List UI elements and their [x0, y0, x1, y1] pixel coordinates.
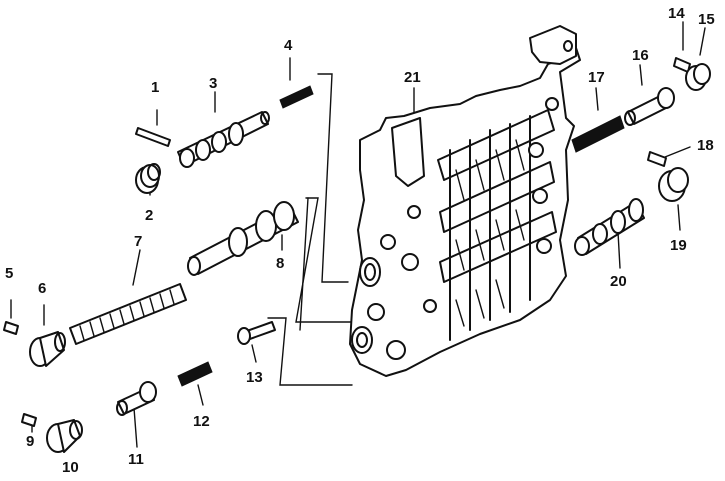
leader-12 — [197, 384, 204, 406]
label-10: 10 — [62, 459, 79, 476]
leader-20 — [617, 231, 621, 269]
part-10-plug — [46, 419, 83, 453]
label-15: 15 — [698, 11, 715, 28]
label-17: 17 — [588, 69, 605, 86]
label-6: 6 — [38, 280, 46, 297]
part-16-valve — [624, 87, 675, 126]
part-18-pin — [647, 151, 667, 167]
part-1-pin — [135, 127, 171, 147]
label-3: 3 — [209, 75, 217, 92]
leader-15 — [699, 27, 706, 56]
part-4-spring — [279, 85, 314, 109]
label-1: 1 — [151, 79, 159, 96]
label-9: 9 — [26, 433, 34, 450]
part-12-spring — [177, 361, 213, 387]
leader-16 — [639, 64, 643, 86]
label-8: 8 — [276, 255, 284, 272]
part-20-valve — [574, 198, 645, 256]
label-12: 12 — [193, 413, 210, 430]
leader-17 — [595, 87, 599, 111]
leader-13 — [251, 344, 257, 363]
label-14: 14 — [668, 5, 685, 22]
leader-19 — [677, 204, 681, 231]
part-15-plug — [685, 63, 711, 91]
part-8-valve — [187, 201, 299, 276]
label-16: 16 — [632, 47, 649, 64]
part-13-bolt — [237, 321, 276, 345]
bracket-lower — [267, 317, 353, 386]
label-7: 7 — [134, 233, 142, 250]
part-19-plug — [658, 167, 689, 202]
label-2: 2 — [145, 207, 153, 224]
label-13: 13 — [246, 369, 263, 386]
label-21: 21 — [404, 69, 421, 86]
part-3-valve — [177, 111, 270, 168]
part-5-pin — [3, 321, 19, 335]
bracket-upper — [317, 73, 349, 283]
part-11-valve — [116, 381, 157, 416]
label-18: 18 — [697, 137, 714, 154]
part-9-key — [21, 413, 37, 427]
part-7-spring — [69, 283, 187, 345]
label-4: 4 — [284, 37, 293, 54]
label-19: 19 — [670, 237, 687, 254]
leader-11 — [133, 407, 138, 448]
leader-18 — [664, 146, 691, 158]
label-5: 5 — [5, 265, 13, 282]
bracket-middle — [295, 197, 353, 323]
leader-lines — [10, 21, 706, 449]
part-2-plug — [135, 163, 161, 194]
bracket-cross — [299, 197, 309, 331]
part-labels: 1 2 3 4 5 6 7 8 9 10 11 12 13 14 15 16 1… — [5, 5, 715, 476]
part-21-valve-body — [349, 25, 581, 377]
leader-7 — [132, 249, 141, 286]
part-6-plug — [29, 331, 66, 367]
part-17-spring — [571, 115, 625, 153]
label-20: 20 — [610, 273, 627, 290]
label-11: 11 — [128, 451, 144, 468]
